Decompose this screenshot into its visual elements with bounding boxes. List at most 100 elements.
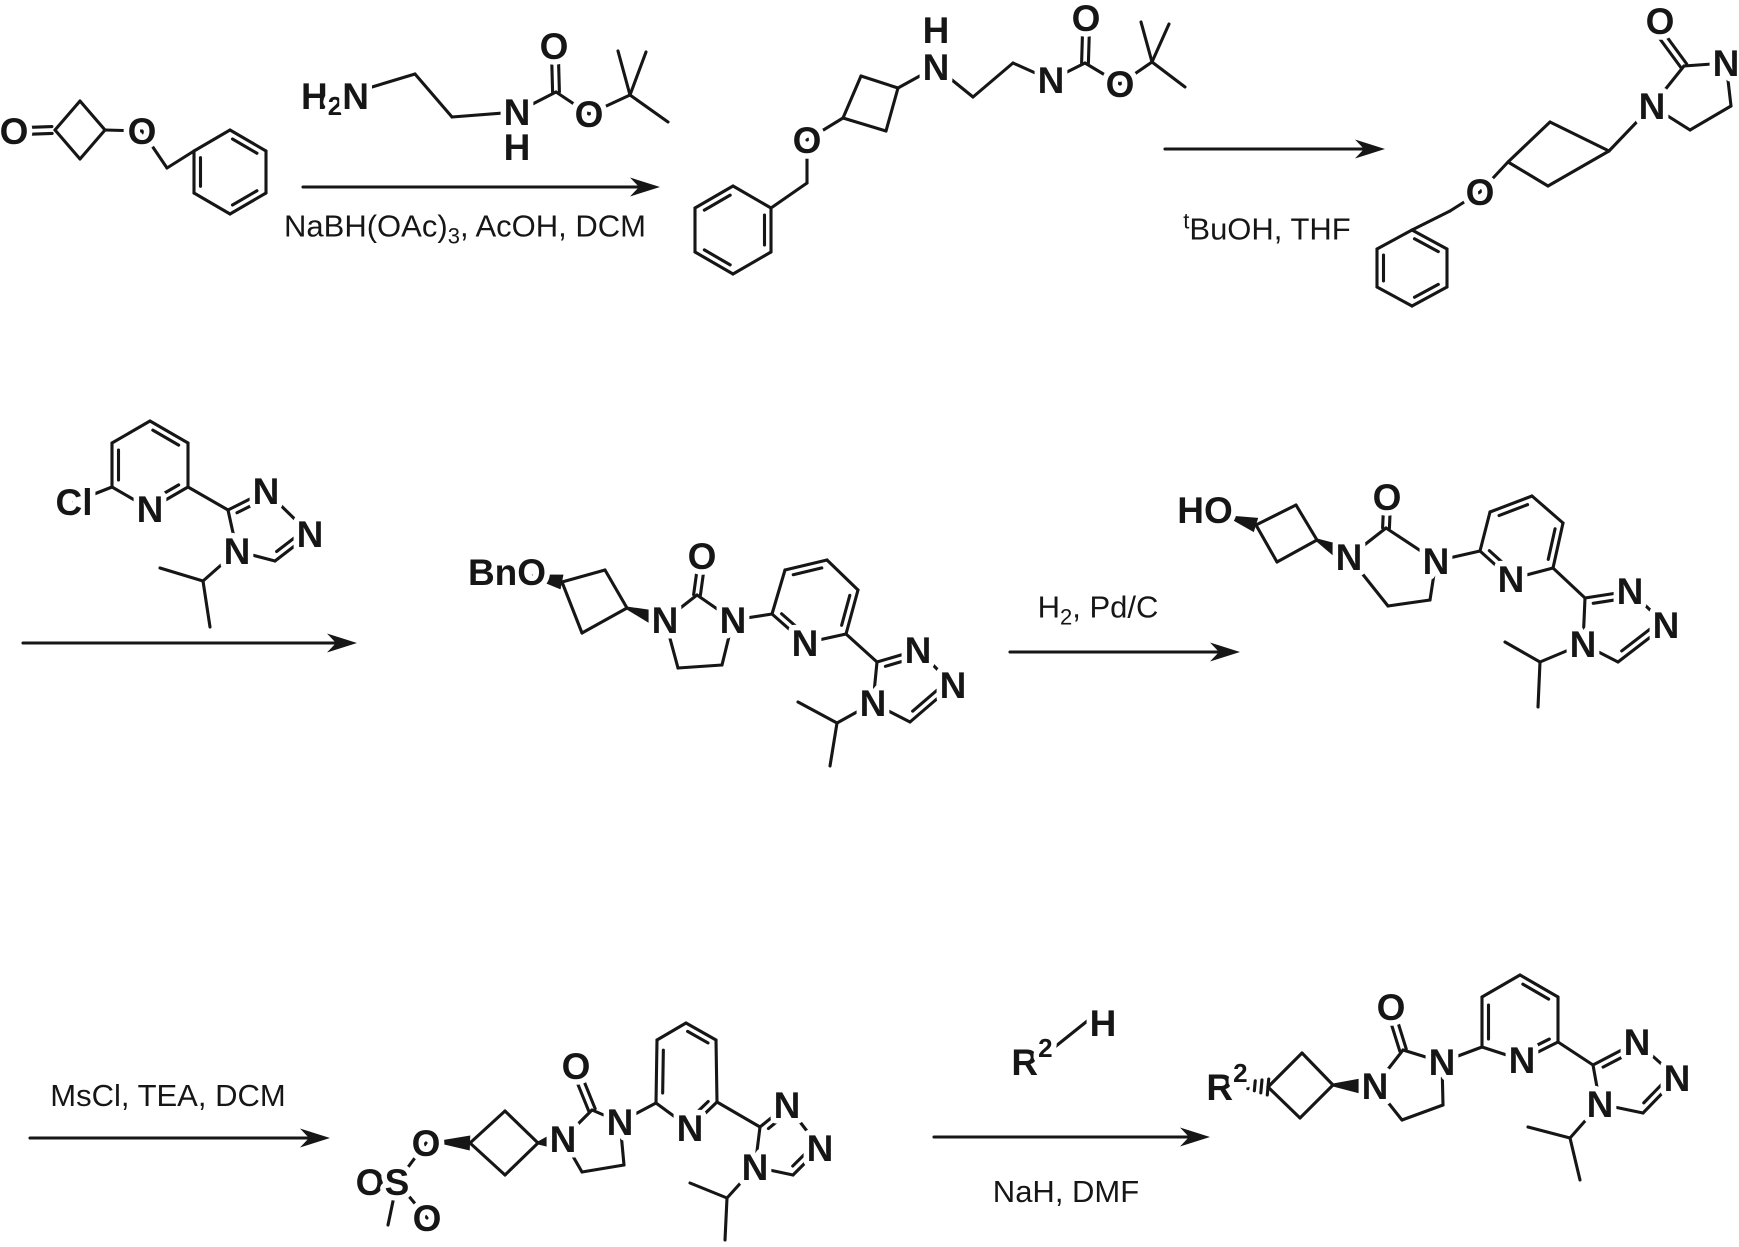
arrow-head [1355,139,1385,159]
step2-conditions-rest: BuOH, THF [1189,211,1351,247]
bond-line [1526,1125,1572,1140]
bond-line [698,564,706,598]
bond-line [1381,503,1386,530]
bond-line [561,1137,584,1174]
bond-line [1480,1045,1524,1062]
atom-label: R2 [1206,1058,1247,1108]
bond-line [1298,1083,1335,1120]
bond-line [971,61,1015,99]
bond-line [395,1141,428,1184]
bond-line [192,191,232,216]
bond-line [693,184,735,210]
bond-line [791,566,824,577]
atom-label: N [1570,624,1597,665]
step2-conditions-label: tBuOH, THF [1183,208,1350,247]
step5-conditions-label: MsCl, TEA, DCM [50,1078,285,1114]
atom-label: N [923,47,950,88]
bond-line [731,250,773,276]
bond-line [1506,120,1552,164]
bond-line [1480,973,1522,999]
bond-line [151,428,181,447]
bond-line [587,93,632,116]
bond-line [1607,104,1654,153]
bond-line [695,593,735,622]
bond-line [1663,32,1689,66]
bond-line [844,632,879,664]
atom-label: O [1072,0,1101,39]
reaction-arrow-step6 [932,1127,1210,1147]
bond-line [78,128,107,161]
bond-line [192,128,232,153]
bond-line [1650,64,1686,108]
bond-line [22,131,54,136]
bond-line [1488,494,1534,514]
atom-label: N [504,92,531,133]
atom-label: H [504,127,531,168]
atom-label: N [1624,1022,1651,1063]
bond-line [264,489,312,536]
bond-line [720,618,735,667]
bond-line [468,1109,507,1145]
bond-line [1568,1136,1582,1182]
step2-conditions-superscript: t [1183,208,1190,234]
bond-line [663,618,680,670]
atom-label: N [1336,537,1363,578]
bond-line [1688,104,1733,132]
arrow-head [630,177,660,197]
bond-line [201,579,212,629]
bond-line [1373,1084,1404,1122]
bond-line [1591,1040,1639,1067]
bond-line [1551,566,1587,600]
bond-line [140,129,169,170]
atom-label: N [1423,541,1450,582]
bond-line [1641,1076,1679,1115]
bond-line [1254,503,1298,527]
atom-label: N [905,630,932,671]
bond-line [201,549,239,583]
bond-line [560,580,584,635]
bond-line [1387,503,1392,530]
bond-line [1275,538,1319,564]
bond-line [273,532,312,563]
bond-line [911,684,944,713]
reaction-arrow-step4 [1008,642,1240,662]
atom-label: O [1373,477,1402,518]
bond-line [1506,160,1550,188]
atom-label: S [385,1162,410,1203]
step6-conditions-text: NaH, DMF [992,1174,1140,1209]
bond-line [1388,1017,1402,1053]
atom-label: H [1090,1003,1117,1044]
atom-label: N [1498,559,1525,600]
bond-line [688,1100,719,1130]
bond-line [688,1181,729,1200]
bond-line [618,1120,626,1167]
bond-line [158,566,205,583]
atom-label: O [412,1123,441,1164]
atom-label: H2N [301,76,369,122]
bond-line [103,128,144,133]
bond-line [53,128,82,161]
wedge-bond [537,1133,554,1149]
step5-conditions-text: MsCl, TEA, DCM [50,1078,286,1113]
atom-label: N [607,1102,634,1143]
bond-line [1440,1045,1484,1064]
bond-line [1682,61,1728,68]
bond-line [1386,598,1432,608]
bond-line [1628,589,1668,627]
bond-line [395,1180,429,1220]
atom-label: N [1653,605,1680,646]
bond-line [561,1108,594,1141]
bond-line [1581,596,1587,646]
atom-label: H [923,10,950,51]
bond-line [693,250,735,276]
bond-line [731,612,774,622]
bond-line [1294,503,1319,542]
bond-line [796,700,839,725]
bond-line [688,1099,710,1121]
atom-label: N [137,489,164,530]
bond-line [1266,1051,1304,1089]
bond-line [1394,1015,1408,1051]
